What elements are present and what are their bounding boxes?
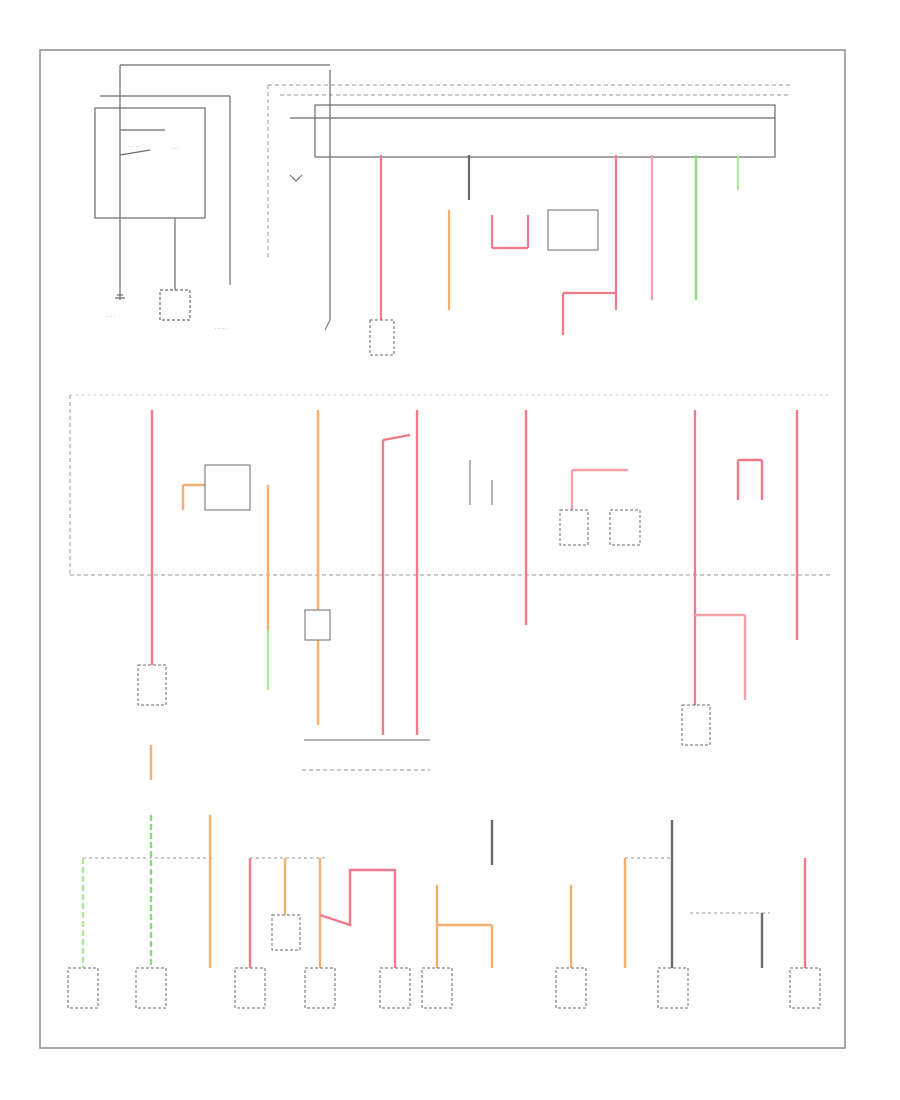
- fuse-box-top: [290, 70, 776, 320]
- diagram-frame: [39, 49, 846, 1049]
- battery-fuse-labels: · · · · · · · ·: [128, 144, 178, 151]
- top-wires: [379, 155, 740, 335]
- battery-fuse-block: [94, 64, 330, 300]
- middle-wires: [150, 410, 799, 735]
- svg-text:· · · · ·: · · · · ·: [128, 144, 139, 149]
- alternator-group: [115, 289, 191, 321]
- middle-components: [137, 460, 711, 746]
- svg-text:· · · ·: · · · ·: [106, 314, 115, 319]
- top-components: [289, 174, 599, 356]
- svg-text:· · · · ·: · · · · ·: [215, 326, 226, 331]
- bottom-components: [67, 914, 821, 1009]
- bottom-wires: [81, 745, 807, 968]
- svg-text:· · ·: · · ·: [172, 146, 178, 151]
